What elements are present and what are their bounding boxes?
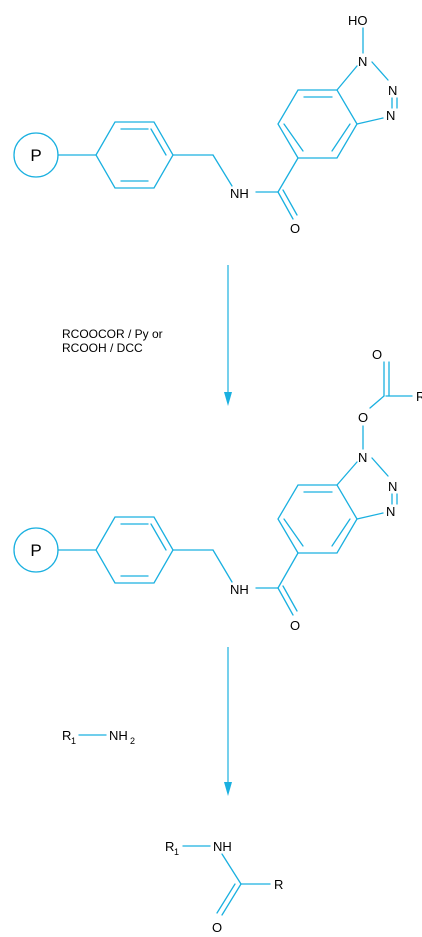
ester-carbonyl-o-label: O xyxy=(372,347,382,362)
n2-label: N xyxy=(388,479,397,494)
hydroxy-label: HO xyxy=(348,13,368,28)
n1-label: N xyxy=(358,54,367,69)
n1-label: N xyxy=(358,450,367,465)
n2-label: N xyxy=(388,83,397,98)
carbonyl-o-label: O xyxy=(290,221,300,236)
reagent-amine-label: NH xyxy=(109,728,128,743)
benzene-ring xyxy=(95,516,174,584)
product-r-group-label: R xyxy=(274,877,283,892)
amide-nh-label: NH xyxy=(230,582,249,597)
amide-product: R 1 NH O R xyxy=(165,839,283,935)
reagent-amine-subscript: 2 xyxy=(130,736,135,746)
structure-2: P NH O N N N O O R xyxy=(13,347,422,633)
reaction-arrow-1 xyxy=(224,265,232,406)
amine-reagent: R 1 NH 2 xyxy=(62,728,135,746)
amide-nh-label: NH xyxy=(230,186,249,201)
r-group-label: R xyxy=(416,389,422,404)
conditions-line-1: RCOOCOR / Py or xyxy=(62,327,163,341)
product-nh-label: NH xyxy=(213,839,232,854)
n3-label: N xyxy=(386,504,395,519)
benzo-ring xyxy=(277,484,358,554)
n3-label: N xyxy=(386,108,395,123)
product-carbonyl-o-label: O xyxy=(212,920,222,935)
ester-oxygen-label: O xyxy=(358,410,368,425)
conditions-line-2: RCOOH / DCC xyxy=(62,341,143,355)
product-r-label: R xyxy=(165,839,174,854)
product-r-subscript: 1 xyxy=(174,847,179,857)
reaction-arrow-2 xyxy=(224,647,232,796)
polymer-label: P xyxy=(30,541,41,560)
carbonyl-o-label: O xyxy=(290,618,300,633)
polymer-label: P xyxy=(30,146,41,165)
benzene-ring xyxy=(95,121,174,189)
benzo-ring xyxy=(277,89,358,159)
reagent-r-subscript: 1 xyxy=(71,736,76,746)
structure-1: P NH O N N N HO xyxy=(13,13,398,236)
reagent-r-label: R xyxy=(62,728,71,743)
